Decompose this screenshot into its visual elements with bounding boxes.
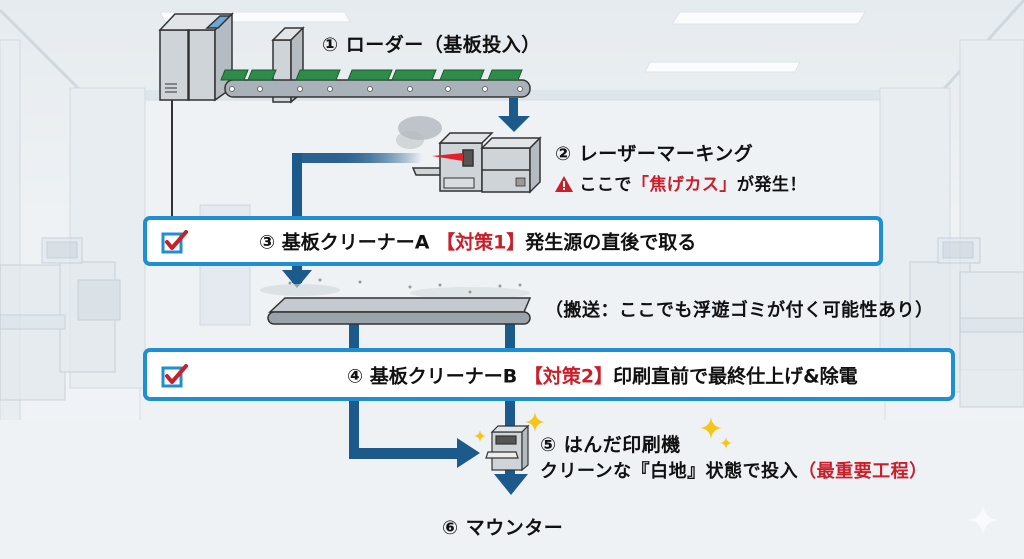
step-4-title: 基板クリーナーB	[369, 365, 518, 387]
transport-conveyor	[260, 278, 532, 325]
transport-note: （搬送：ここでも浮遊ゴミが付く可能性あり）	[545, 300, 934, 321]
sparkle-icon	[525, 412, 545, 432]
step-2-warning: ここで「焦げカス」が発生！	[555, 170, 807, 195]
step-4-tag: 【対策2】	[523, 365, 614, 387]
step-5-highlight: （最重要工程）	[798, 461, 928, 482]
loader-conveyor	[220, 69, 531, 98]
step-4-cleaner-b-box: ④ 基板クリーナーB 【対策2】印刷直前で最終仕上げ&除電	[143, 348, 955, 401]
step-4-desc: 印刷直前で最終仕上げ&除電	[613, 365, 858, 387]
laser-beam	[432, 153, 463, 161]
sparkle-icon	[720, 437, 732, 449]
laser-marking-machine	[396, 116, 542, 194]
sparkle-icon	[474, 430, 486, 442]
step-3-cleaner-a-box: ③ 基板クリーナーA 【対策1】発生源の直後で取る	[143, 216, 883, 266]
step-2-number: ②	[555, 143, 572, 165]
step-1-title: ローダー（基板投入）	[345, 34, 541, 56]
step-5-desc: クリーンな『白地』状態で投入（最重要工程）	[540, 461, 928, 482]
warning-highlight: 「焦げカス」	[631, 175, 737, 195]
step-2-title: レーザーマーキング	[578, 143, 754, 165]
step-2-label: ② レーザーマーキング	[555, 139, 753, 166]
step-1-number: ①	[322, 34, 339, 56]
step-4-text: ④ 基板クリーナーB 【対策2】印刷直前で最終仕上げ&除電	[347, 365, 858, 387]
checkbox-checked-icon	[161, 230, 188, 254]
step-3-tag: 【対策1】	[436, 231, 526, 254]
warning-triangle-icon	[555, 176, 573, 192]
step-3-text: ③ 基板クリーナーA 【対策1】発生源の直後で取る	[259, 231, 697, 254]
step-1-label: ① ローダー（基板投入）	[322, 30, 541, 57]
solder-printer-machine	[485, 424, 530, 472]
step-5-label: ⑤ はんだ印刷機	[540, 434, 681, 456]
step-3-desc: 発生源の直後で取る	[525, 231, 697, 254]
checkbox-checked-icon	[161, 364, 188, 388]
sparkle-icon	[700, 417, 722, 439]
step-5-title: はんだ印刷機	[563, 434, 681, 456]
watermark-sparkle-icon	[968, 505, 998, 535]
step-6-label: ⑥ マウンター	[442, 517, 564, 539]
step-6-title: マウンター	[465, 517, 564, 539]
background-machine-left	[0, 237, 121, 401]
step-3-title: 基板クリーナーA	[281, 231, 430, 254]
